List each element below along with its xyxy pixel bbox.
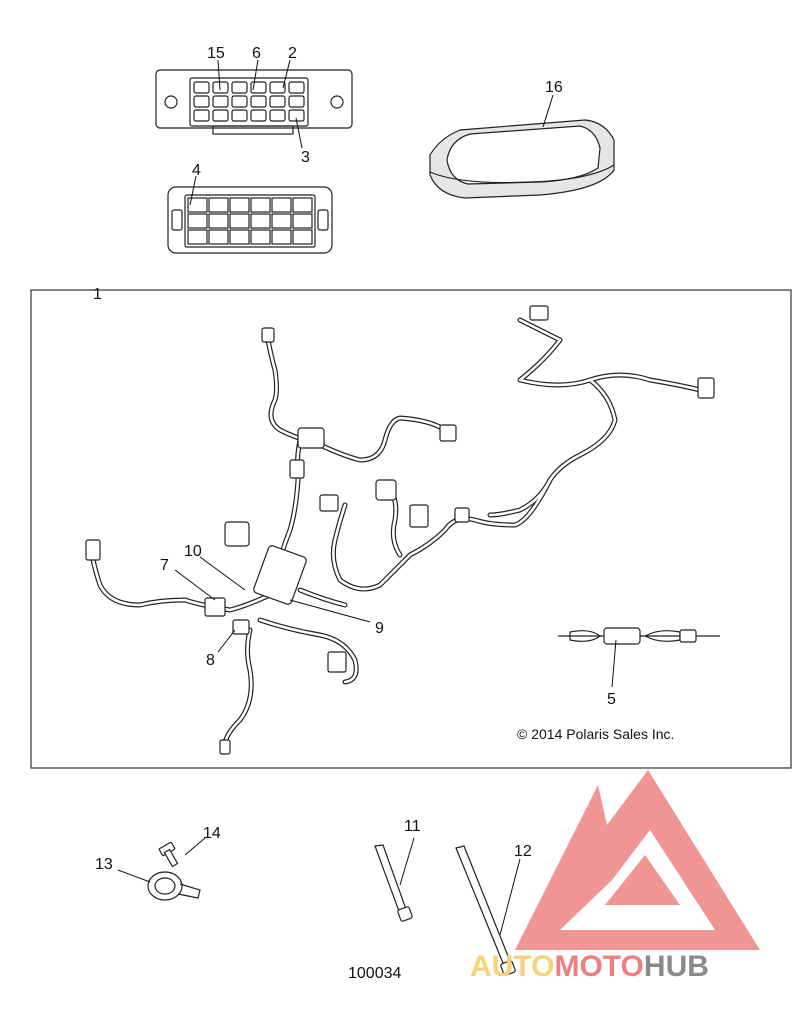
callout-6: 6 <box>252 45 261 62</box>
wordmark-hub: HUB <box>644 950 709 983</box>
callout-2: 2 <box>288 45 297 62</box>
wiring-harness <box>85 305 715 755</box>
jumper-harness <box>558 627 720 645</box>
wordmark-moto: MOTO <box>554 950 643 983</box>
callout-5: 5 <box>607 691 616 708</box>
fuse-slot <box>231 81 248 94</box>
fuse-slot <box>250 109 267 122</box>
callout-11: 11 <box>404 818 421 835</box>
fuse-label-cell <box>271 229 292 245</box>
copyright-notice: © 2014 Polaris Sales Inc. <box>517 726 674 742</box>
fuse-label-cell <box>271 197 292 213</box>
fuse-label-cell <box>250 229 271 245</box>
harness-frame <box>30 289 792 769</box>
automotohub-logo <box>515 770 760 950</box>
leader-lines <box>117 59 617 936</box>
wordmark-auto: AUTO <box>470 950 554 983</box>
fuse-slot <box>288 95 305 108</box>
fuse-relay-box-top <box>155 69 353 135</box>
fuse-box-cover <box>167 186 333 254</box>
clamp-and-bolt <box>147 841 201 901</box>
fuse-label-cell <box>229 213 250 229</box>
fuse-label-cell <box>250 197 271 213</box>
logo-triangle-core <box>605 855 680 905</box>
fuse-slot <box>212 109 229 122</box>
callout-4: 4 <box>192 162 201 179</box>
fuse-slot <box>288 81 305 94</box>
callout-13: 13 <box>95 856 113 873</box>
fuse-label-cell <box>187 213 208 229</box>
fuse-slot <box>212 81 229 94</box>
fuse-label-cell <box>271 213 292 229</box>
callout-9: 9 <box>375 620 384 637</box>
fuse-slot <box>231 95 248 108</box>
callout-3: 3 <box>301 149 310 166</box>
fuse-label-cell <box>208 197 229 213</box>
fuse-label-cell <box>208 229 229 245</box>
fuse-slot <box>250 95 267 108</box>
fuse-label-cell <box>187 197 208 213</box>
callout-8: 8 <box>206 652 215 669</box>
fuse-label-cell <box>292 213 313 229</box>
figure-number: 100034 <box>348 965 401 982</box>
callout-7: 7 <box>160 557 169 574</box>
fuse-slot <box>250 81 267 94</box>
callout-1: 1 <box>93 286 102 303</box>
fuse-label-cell <box>292 197 313 213</box>
fuse-label-cell <box>229 197 250 213</box>
cable-tie-short <box>374 844 413 922</box>
fuse-slot <box>269 95 286 108</box>
fuse-slot <box>269 81 286 94</box>
automotohub-wordmark: AUTOMOTOHUB <box>470 950 709 983</box>
callout-15: 15 <box>207 45 225 62</box>
callout-labels: 15 6 2 3 4 16 1 10 7 9 8 5 14 13 11 12 <box>93 45 616 873</box>
fuse-slot <box>212 95 229 108</box>
fuse-label-cell <box>292 229 313 245</box>
fuse-slot <box>193 81 210 94</box>
harness-connectors <box>85 305 715 755</box>
fuse-label-cell <box>208 213 229 229</box>
svg-text:AUTOMOTOHUB: AUTOMOTOHUB <box>470 950 709 983</box>
fuse-slot <box>269 109 286 122</box>
fuse-slot <box>193 95 210 108</box>
cable-tie-long <box>455 845 516 976</box>
fuse-slot <box>193 109 210 122</box>
callout-14: 14 <box>203 825 221 842</box>
fuse-label-cell <box>250 213 271 229</box>
module-cover <box>429 119 615 199</box>
callout-12: 12 <box>514 843 532 860</box>
callout-10: 10 <box>184 543 202 560</box>
fuse-label-cell <box>187 229 208 245</box>
fuse-label-cell <box>229 229 250 245</box>
callout-16: 16 <box>545 79 563 96</box>
fuse-slot <box>231 109 248 122</box>
